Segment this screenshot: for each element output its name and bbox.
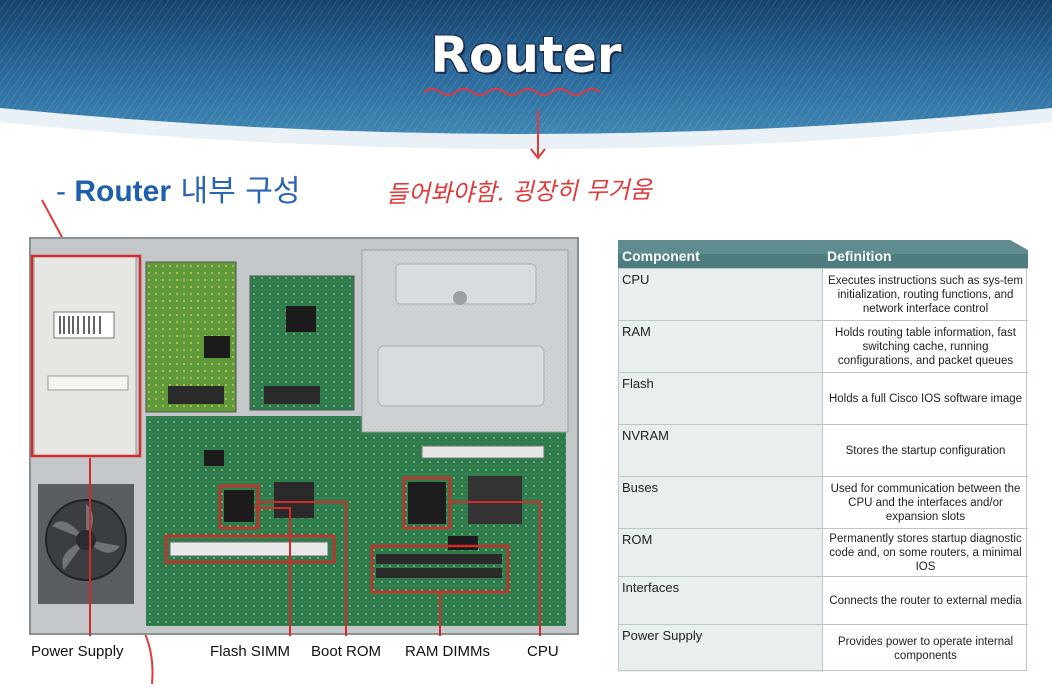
label-ram-dimms: RAM DIMMs [405, 643, 490, 660]
cell-component: ROM [622, 532, 653, 547]
boot-rom-chip [224, 490, 254, 522]
cell-component: NVRAM [622, 428, 669, 443]
cell-definition: Stores the startup configuration [823, 425, 1028, 477]
flash-simm-socket [169, 541, 329, 557]
section-subtitle: - Router 내부 구성 [56, 166, 300, 210]
table-header-bar [618, 240, 1028, 268]
cell-component: RAM [622, 324, 651, 339]
table-row: Interfaces Connects the router to extern… [618, 576, 1028, 625]
cell-component: Buses [622, 480, 659, 495]
handwritten-note: 들어봐야함. 굉장히 무거움 [385, 175, 653, 209]
cell-component: Power Supply [622, 628, 703, 643]
cell-definition: Executes instructions such as sys-tem in… [823, 269, 1028, 321]
subtitle-prefix: - [56, 175, 75, 208]
table-row: Power Supply Provides power to operate i… [618, 624, 1028, 672]
power-supply-unit [33, 255, 137, 457]
table-row: CPU Executes instructions such as sys-te… [618, 268, 1028, 321]
label-cpu: CPU [527, 643, 559, 660]
subtitle-korean: 내부 구성 [171, 174, 301, 209]
ram-dimm-socket-2 [376, 568, 502, 578]
column-header-component: Component [622, 248, 700, 264]
ram-dimm-socket-1 [376, 554, 502, 564]
highlight-flash-simm [164, 534, 336, 564]
component-definition-table: Component Definition CPU Executes instru… [618, 236, 1028, 672]
highlight-power-supply [30, 254, 142, 458]
cell-definition: Used for communication between the CPU a… [823, 477, 1028, 529]
cell-component: CPU [622, 272, 650, 287]
cell-definition: Holds routing table information, fast sw… [823, 321, 1028, 373]
table-row: ROM Permanently stores startup diagnosti… [618, 528, 1028, 577]
label-flash-simm: Flash SIMM [210, 643, 291, 660]
header-banner: Router [0, 0, 1052, 150]
cell-component: Interfaces [622, 580, 680, 595]
cell-definition: Provides power to operate internal compo… [823, 625, 1028, 672]
table-row: Buses Used for communication between the… [618, 476, 1028, 529]
cpu-chip [408, 482, 446, 524]
page-title: Router [430, 26, 622, 84]
router-internals-photo [29, 237, 579, 636]
cell-definition: Permanently stores startup diagnostic co… [823, 529, 1028, 577]
cell-component: Flash [622, 376, 654, 391]
table-row: RAM Holds routing table information, fas… [618, 320, 1028, 373]
cell-definition: Connects the router to external media [823, 577, 1028, 625]
subtitle-bold: Router [74, 175, 171, 208]
table-row: NVRAM Stores the startup configuration [618, 424, 1028, 477]
cell-definition: Holds a full Cisco IOS software image [823, 373, 1028, 425]
label-power-supply: Power Supply [31, 643, 124, 660]
column-header-definition: Definition [827, 248, 892, 264]
label-boot-rom: Boot ROM [311, 643, 382, 660]
header-background [0, 0, 1052, 149]
table-row: Flash Holds a full Cisco IOS software im… [618, 372, 1028, 425]
